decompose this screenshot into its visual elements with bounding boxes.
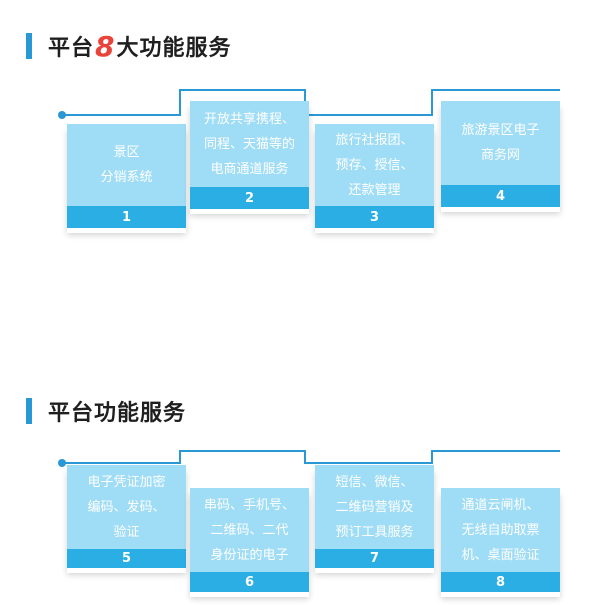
card-number: 3 [369,209,380,225]
section-title-2: 平台功能服务 [26,396,186,426]
title-prefix: 平台 [48,36,95,61]
card-text: 电子凭证加密 编码、发码、 验证 [67,465,186,549]
title-accent-bar [26,33,32,59]
feature-card-7: 短信、微信、 二维码营销及 预订工具服务 7 [315,465,434,568]
card-number: 7 [369,551,380,566]
feature-card-1: 景区 分销系统 1 [67,124,186,228]
card-number: 1 [121,209,132,225]
card-number: 5 [121,551,132,566]
card-number: 6 [244,574,255,590]
card-text: 旅游景区电子 商务网 [441,101,560,185]
feature-card-8: 通道云闸机、 无线自助取票 机、桌面验证 8 [441,488,560,592]
feature-card-5: 电子凭证加密 编码、发码、 验证 5 [67,465,186,568]
card-text: 通道云闸机、 无线自助取票 机、桌面验证 [441,488,560,572]
title-number: 8 [95,29,116,63]
feature-card-6: 串码、手机号、 二维码、二代 身份证的电子 6 [190,488,309,592]
card-text: 旅行社报团、 预存、授信、 还款管理 [315,124,434,206]
title-accent-bar [26,398,32,424]
feature-card-2: 开放共享携程、 同程、天猫等的 电商通道服务 2 [190,101,309,209]
title-suffix: 大功能服务 [116,36,232,61]
feature-card-3: 旅行社报团、 预存、授信、 还款管理 3 [315,124,434,228]
card-number: 8 [495,574,506,590]
title-text: 平台功能服务 [48,401,187,426]
card-text: 景区 分销系统 [67,124,186,206]
card-number: 2 [244,190,255,206]
flow-start-dot [58,111,66,119]
card-text: 串码、手机号、 二维码、二代 身份证的电子 [190,488,309,572]
section-title-1: 平台 8 大功能服务 [26,29,232,63]
card-number: 4 [495,188,506,204]
card-text: 开放共享携程、 同程、天猫等的 电商通道服务 [190,101,309,187]
feature-card-4: 旅游景区电子 商务网 4 [441,101,560,207]
card-text: 短信、微信、 二维码营销及 预订工具服务 [315,465,434,549]
flow-start-dot-2 [58,459,66,467]
